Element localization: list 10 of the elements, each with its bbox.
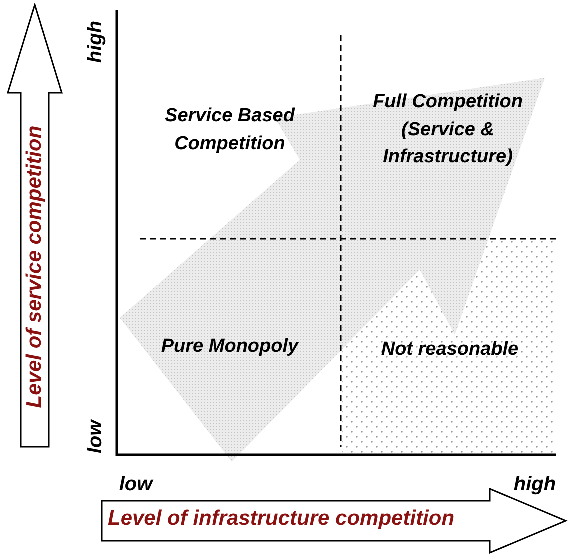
axis-title: Level of service competition [23, 125, 47, 408]
axis-tick-label: high [514, 472, 556, 498]
axis-tick-label: low [119, 472, 153, 498]
quadrant-label: Full Competition (Service & Infrastructure) [372, 90, 524, 170]
quadrant-label: Not reasonable [380, 338, 520, 362]
axis-title: Level of infrastructure competition [108, 507, 455, 531]
axis-tick-label: high [84, 20, 108, 64]
axis-tick-label: low [84, 420, 108, 454]
quadrant-label: Service Based Competition [164, 104, 296, 156]
quadrant-label: Pure Monopoly [160, 335, 300, 360]
